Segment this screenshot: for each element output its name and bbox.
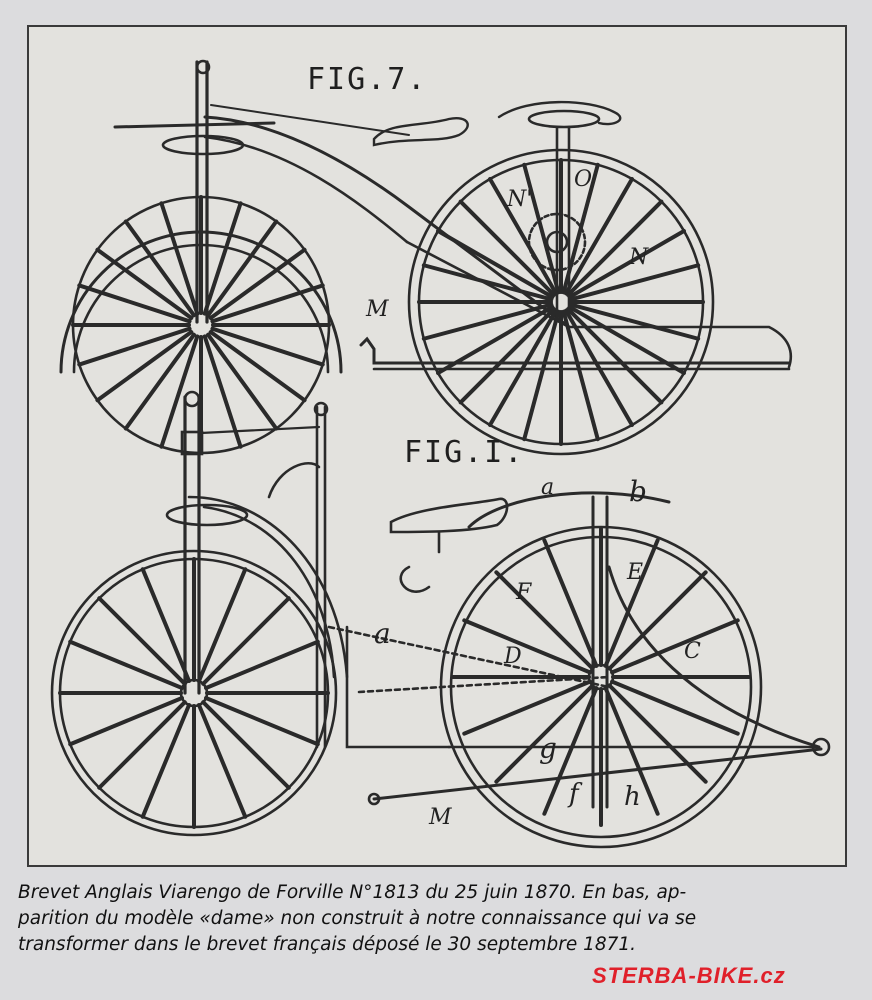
wheel-spoke — [77, 283, 192, 324]
wheel-spoke — [568, 302, 701, 341]
wheel-spoke — [206, 219, 279, 318]
wheel-spoke — [210, 283, 325, 324]
wheel-spoke — [201, 596, 291, 686]
wheel-spoke — [564, 177, 634, 296]
wheel-spoke — [210, 326, 325, 367]
caption-line-3: transformer dans le brevet français dépo… — [18, 934, 637, 955]
wheel-spoke — [603, 686, 660, 816]
caption-line-2: parition du modèle «dame» non construit … — [18, 908, 697, 929]
wheel-spoke — [607, 570, 708, 671]
wheel-spoke — [123, 332, 196, 431]
wheel-spoke — [458, 307, 556, 405]
bicycle-patent-drawing — [50, 59, 831, 849]
fig1-letter-d: D — [504, 644, 522, 669]
wheel-spoke — [202, 201, 243, 316]
fig1-letter-f-lower: f — [569, 779, 579, 809]
wheel-spoke — [458, 199, 556, 297]
fig1-letter-a-top: a — [541, 475, 555, 500]
wheel-spoke — [542, 538, 599, 668]
fig1-label: FIG.I. — [404, 435, 525, 470]
wheel-spoke — [494, 570, 595, 671]
wheel-spoke — [97, 700, 187, 790]
fig1-letter-m: M — [429, 805, 452, 830]
wheel-spoke — [204, 639, 320, 691]
fig1-letter-a: a — [374, 617, 391, 650]
wheel-spoke — [77, 326, 192, 367]
fig1-letter-b: b — [629, 475, 647, 508]
wheel-spoke — [610, 679, 740, 736]
wheel-spoke — [208, 330, 307, 403]
wheel-spoke — [522, 162, 561, 295]
wheel-spoke — [159, 334, 200, 449]
wheel-spoke — [610, 618, 740, 675]
wheel-spoke — [196, 703, 248, 819]
wheel-spoke — [68, 639, 184, 691]
fig7-label: FIG.7. — [307, 62, 428, 97]
wheel-spoke — [140, 703, 192, 819]
watermark-domain: -BIKE.cz — [688, 963, 786, 988]
wheel-spoke — [462, 679, 592, 736]
wheel-spoke — [567, 229, 686, 299]
wheel-spoke — [123, 219, 196, 318]
fig1-letter-g: g — [539, 732, 557, 765]
wheel-spoke — [208, 247, 307, 320]
fig1-letter-e: E — [627, 560, 644, 585]
wheel-spoke — [488, 177, 558, 296]
wheel-spoke — [204, 695, 320, 747]
wheel-spoke — [95, 247, 194, 320]
wheel-spoke — [202, 334, 243, 449]
fig7-letter-n: N — [629, 245, 649, 270]
wheel-spoke — [196, 567, 248, 683]
wheel-spoke — [607, 683, 708, 784]
fig7-letter-m: M — [366, 297, 389, 322]
wheel-spoke — [95, 330, 194, 403]
wheel-spoke — [462, 618, 592, 675]
wheel-spoke — [68, 695, 184, 747]
fig7-letter-o: O — [574, 167, 593, 192]
fig1-letter-f: F — [516, 580, 532, 605]
wheel-spoke — [97, 596, 187, 686]
wheel-spoke — [421, 302, 554, 341]
wheel-spoke — [140, 567, 192, 683]
sterba-bike-watermark: STERBA-BIKE.cz — [592, 963, 786, 989]
wheel-spoke — [568, 263, 701, 302]
wheel-spoke — [566, 307, 664, 405]
fig1-letter-c: C — [684, 639, 701, 664]
watermark-main: STERBA — [592, 963, 689, 988]
patent-drawing-plate: FIG.7. FIG.I. N' O N M a b E F a D C g f… — [27, 25, 847, 867]
wheel-spoke — [566, 199, 664, 297]
caption: Brevet Anglais Viarengo de Forville N°18… — [18, 880, 854, 958]
wheel-spoke — [494, 683, 595, 784]
wheel-spoke — [522, 309, 561, 442]
fig1-letter-h: h — [624, 782, 641, 812]
fig7-letter-n-prime: N' — [507, 187, 533, 212]
wheel-spoke — [421, 263, 554, 302]
wheel-spoke — [561, 309, 600, 442]
wheel-spoke — [542, 686, 599, 816]
caption-line-1: Brevet Anglais Viarengo de Forville N°18… — [18, 882, 687, 903]
wheel-spoke — [436, 229, 555, 299]
wheel-spoke — [159, 201, 200, 316]
wheel-spoke — [206, 332, 279, 431]
wheel-spoke — [603, 538, 660, 668]
wheel-spoke — [201, 700, 291, 790]
